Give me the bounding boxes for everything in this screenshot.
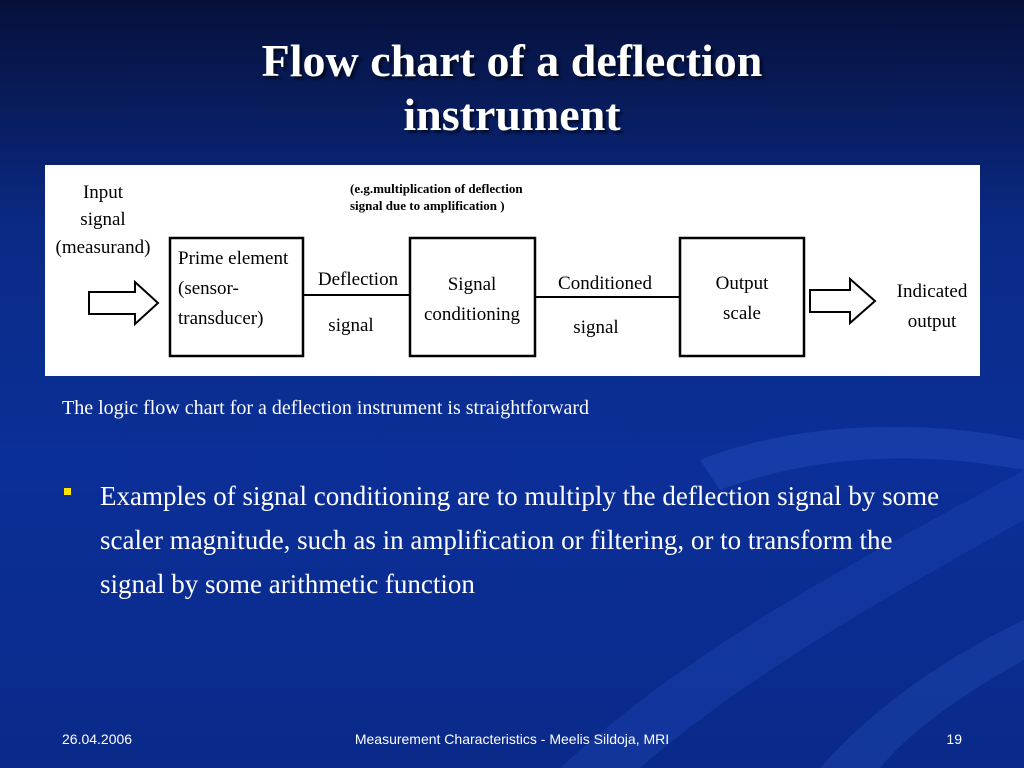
note-line-2: signal due to amplification )	[350, 198, 505, 213]
input-label-line-3: (measurand)	[56, 237, 151, 258]
figure-caption: The logic flow chart for a deflection in…	[62, 397, 590, 419]
output-scale-box	[678, 236, 806, 358]
deflection-label-line-1: Deflection	[318, 269, 399, 290]
title-line-1: Flow chart of a deflection	[261, 35, 763, 86]
signal-conditioning-box	[408, 236, 537, 358]
bullet-item: Examples of signal conditioning are to m…	[100, 481, 940, 599]
deflection-label-line-2: signal	[328, 315, 373, 336]
signal-conditioning-line-1: Signal	[448, 274, 497, 295]
output-label-line-1: Indicated	[897, 281, 968, 302]
prime-element-line-1: Prime element	[178, 248, 289, 269]
prime-element-box	[168, 236, 305, 358]
slide-number: 19	[946, 731, 962, 747]
slide-title: Flow chart of a deflection instrument	[0, 34, 1024, 142]
output-label-line-2: output	[908, 311, 957, 332]
square-bullet-icon	[64, 488, 71, 495]
flow-chart-figure: Input signal (measurand) Prime element (…	[45, 165, 980, 376]
output-scale-line-2: scale	[723, 303, 761, 324]
footer-title: Measurement Characteristics - Meelis Sil…	[354, 731, 670, 747]
prime-element-line-2: (sensor-	[178, 278, 239, 299]
conditioned-label-line-1: Conditioned	[558, 273, 652, 294]
note-line-1: (e.g.multiplication of deflection	[350, 181, 523, 196]
bullet-list: Examples of signal conditioning are to m…	[62, 474, 962, 606]
input-label-line-2: signal	[80, 209, 125, 230]
prime-element-line-3: transducer)	[178, 308, 263, 329]
title-line-2: instrument	[403, 89, 621, 140]
output-arrow	[809, 276, 877, 326]
input-label-line-1: Input	[83, 182, 124, 203]
output-scale-line-1: Output	[716, 273, 770, 294]
footer-date: 26.04.2006	[62, 731, 133, 747]
input-arrow	[88, 279, 160, 327]
conditioned-label-line-2: signal	[573, 317, 618, 338]
signal-conditioning-line-2: conditioning	[424, 304, 521, 325]
